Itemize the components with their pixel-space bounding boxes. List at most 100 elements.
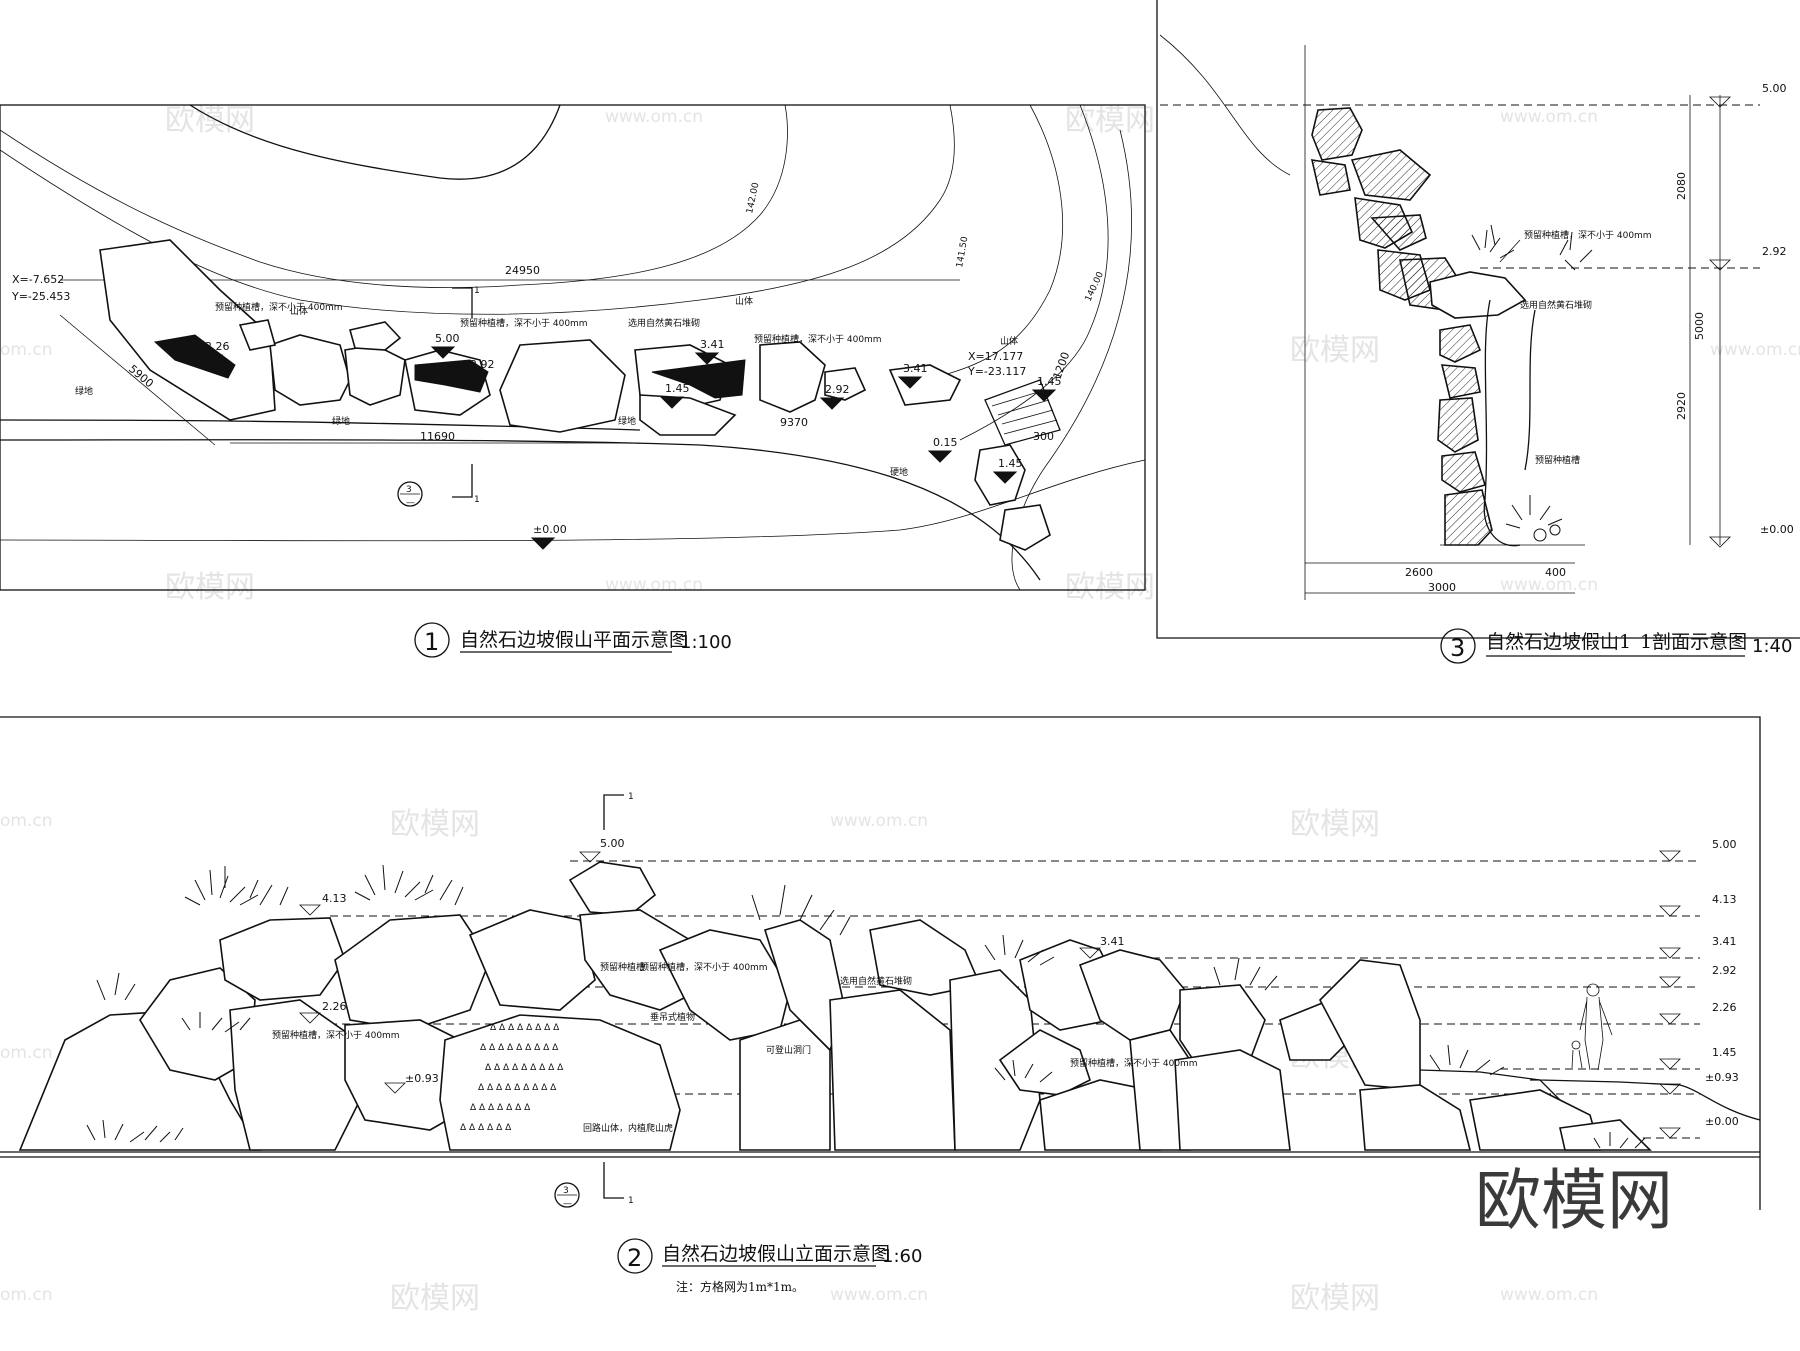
section-number: 3 xyxy=(1450,634,1465,662)
svg-text:3.41: 3.41 xyxy=(903,362,928,375)
dimension-text: 5000 xyxy=(1693,312,1706,340)
svg-text:±0.00: ±0.00 xyxy=(533,523,567,536)
watermark-brand: 欧模网 xyxy=(165,570,255,605)
plan-rock-dark xyxy=(414,359,489,393)
plan-stair xyxy=(984,379,1061,446)
elevation-marker: 5.00 xyxy=(1709,82,1787,108)
svg-text:3.41: 3.41 xyxy=(1100,935,1125,948)
elevation-title-block: 2 自然石边坡假山立面示意图 1:60 注：方格网为1m*1m。 xyxy=(617,1238,922,1294)
plan-view: 142.00 141.50 140.00 24950 11690 9370 59… xyxy=(0,104,1146,658)
svg-text:3: 3 xyxy=(563,1186,569,1196)
dimension-text: 2080 xyxy=(1675,172,1688,200)
section-view: 2080 5000 2920 2600 400 3000 5.00 2.92 ±… xyxy=(1156,0,1800,664)
elevation-marker: ±0.00 xyxy=(1709,523,1794,548)
elevation-marker: 2.26 xyxy=(198,340,230,367)
svg-text:ᐃ ᐃ ᐃ ᐃ ᐃ ᐃ ᐃ ᐃ: ᐃ ᐃ ᐃ ᐃ ᐃ ᐃ ᐃ ᐃ xyxy=(490,1023,560,1033)
vine-label: 垂吊式植物 xyxy=(650,1011,695,1023)
elevation-rock xyxy=(1319,959,1421,1091)
watermark-url: om.cn xyxy=(0,811,53,831)
cave-label: 可登山洞门 xyxy=(766,1044,811,1056)
section-rock xyxy=(1439,324,1482,363)
leader-line xyxy=(1499,239,1521,263)
planter-label: 预留种植槽，深不小于 400mm xyxy=(754,333,882,345)
stone-label: 选用自然黄石堆砌 xyxy=(840,975,912,987)
section-rock xyxy=(1310,159,1351,196)
svg-text:±0.00: ±0.00 xyxy=(1705,1115,1739,1128)
elevation-marker: ±0.93 xyxy=(384,1072,439,1094)
section-rock xyxy=(1370,214,1427,251)
elevation-rock xyxy=(568,861,657,916)
elevation-marker: 5.00 xyxy=(579,837,625,863)
elevation-marker: 2.92 xyxy=(1709,245,1787,271)
cave-stipple: ᐃ ᐃ ᐃ ᐃ ᐃ ᐃ ᐃ ᐃ ᐃ ᐃ ᐃ ᐃ ᐃ ᐃ ᐃ ᐃ ᐃ ᐃ ᐃ ᐃ … xyxy=(460,1023,564,1133)
area-label: 山体 xyxy=(1000,335,1018,347)
planter-label: 预留种植槽，深不小于 400mm xyxy=(640,961,768,973)
watermark-url: www.om.cn xyxy=(605,575,703,595)
svg-text:3: 3 xyxy=(406,485,412,495)
plan-rock xyxy=(349,321,402,351)
area-label: 绿地 xyxy=(332,415,350,427)
human-scale-figure xyxy=(1571,983,1613,1071)
plant-symbol xyxy=(86,864,1646,1149)
elevation-marker: 2.92 xyxy=(819,383,850,410)
level-marker: ±0.00 xyxy=(1659,1115,1739,1139)
plan-title-block: 1 自然石边坡假山平面示意图 1:100 xyxy=(414,622,732,658)
dimension-line xyxy=(59,314,216,446)
plan-rock-dark xyxy=(651,359,746,399)
small-label: 预留种植槽 xyxy=(1535,454,1580,466)
watermark-url: www.om.cn xyxy=(830,1285,928,1305)
section-title-b: 1剖面示意图 xyxy=(1640,631,1747,653)
planter-label: 预留种植槽，深不小于 400mm xyxy=(1070,1057,1198,1069)
stone-label: 选用自然黄石堆砌 xyxy=(1520,299,1592,311)
section-title-a: 自然石边坡假山1 xyxy=(1486,631,1631,653)
path-edge xyxy=(0,439,1041,581)
watermark-brand: 欧模网 xyxy=(1290,807,1380,842)
svg-text:1: 1 xyxy=(628,1196,634,1206)
plan-rock xyxy=(99,239,276,421)
watermark-brand: 欧模网 xyxy=(390,1281,480,1316)
dimension-text: 2600 xyxy=(1405,566,1433,579)
contour-line xyxy=(0,104,955,315)
section-frame xyxy=(1156,0,1800,639)
elevation-marker: 0.15 xyxy=(927,436,958,463)
watermark-url: www.om.cn xyxy=(1500,1285,1598,1305)
elevation-marker: 1.45 xyxy=(1031,375,1062,402)
elevation-rock xyxy=(468,909,596,1011)
elevation-number: 2 xyxy=(627,1244,642,1272)
section-profile xyxy=(1524,309,1536,471)
svg-text:4.13: 4.13 xyxy=(322,892,347,905)
section-cut-marker: 1 1 3 — xyxy=(554,792,634,1209)
coordinate-text: X=17.177 xyxy=(968,350,1023,363)
section-title-block: 3 自然石边坡假山1 1剖面示意图 1:40 xyxy=(1440,628,1792,664)
level-marker: 2.92 xyxy=(1659,964,1737,988)
coordinate-text: Y=-25.453 xyxy=(11,290,70,303)
svg-text:1.45: 1.45 xyxy=(998,457,1023,470)
back-label: 回路山体，内植爬山虎 xyxy=(583,1122,673,1134)
svg-text:5.00: 5.00 xyxy=(435,332,460,345)
grid-note: 注：方格网为1m*1m。 xyxy=(676,1279,804,1294)
plan-scale: 1:100 xyxy=(680,632,732,653)
elevation-rock xyxy=(658,929,791,1041)
elevation-rock xyxy=(998,1029,1091,1096)
svg-text:2.92: 2.92 xyxy=(470,358,495,371)
dimension-text: 3000 xyxy=(1428,581,1456,594)
stone-label: 选用自然黄石堆砌 xyxy=(628,317,700,329)
watermark-brand: 欧模网 xyxy=(1065,570,1155,605)
elevation-rock xyxy=(1559,1119,1652,1151)
plan-number: 1 xyxy=(424,628,439,656)
section-rock xyxy=(1437,397,1479,453)
contour-line xyxy=(0,104,788,288)
svg-text:3.41: 3.41 xyxy=(1712,935,1737,948)
svg-text:ᐃ ᐃ ᐃ ᐃ ᐃ ᐃ ᐃ: ᐃ ᐃ ᐃ ᐃ ᐃ ᐃ ᐃ xyxy=(470,1103,531,1113)
watermark-url: om.cn xyxy=(0,340,53,360)
level-marker: 2.26 xyxy=(1659,1001,1737,1025)
plan-rock xyxy=(999,504,1051,551)
svg-text:1: 1 xyxy=(628,792,634,802)
coordinate-text: X=-7.652 xyxy=(12,273,64,286)
watermark-url: www.om.cn xyxy=(1500,575,1598,595)
plan-rock xyxy=(269,334,351,406)
elevation-marker: 3.41 xyxy=(1079,935,1125,959)
elevation-rock xyxy=(219,917,346,1001)
plan-rock-dark xyxy=(153,334,236,379)
plan-rock xyxy=(824,367,867,401)
